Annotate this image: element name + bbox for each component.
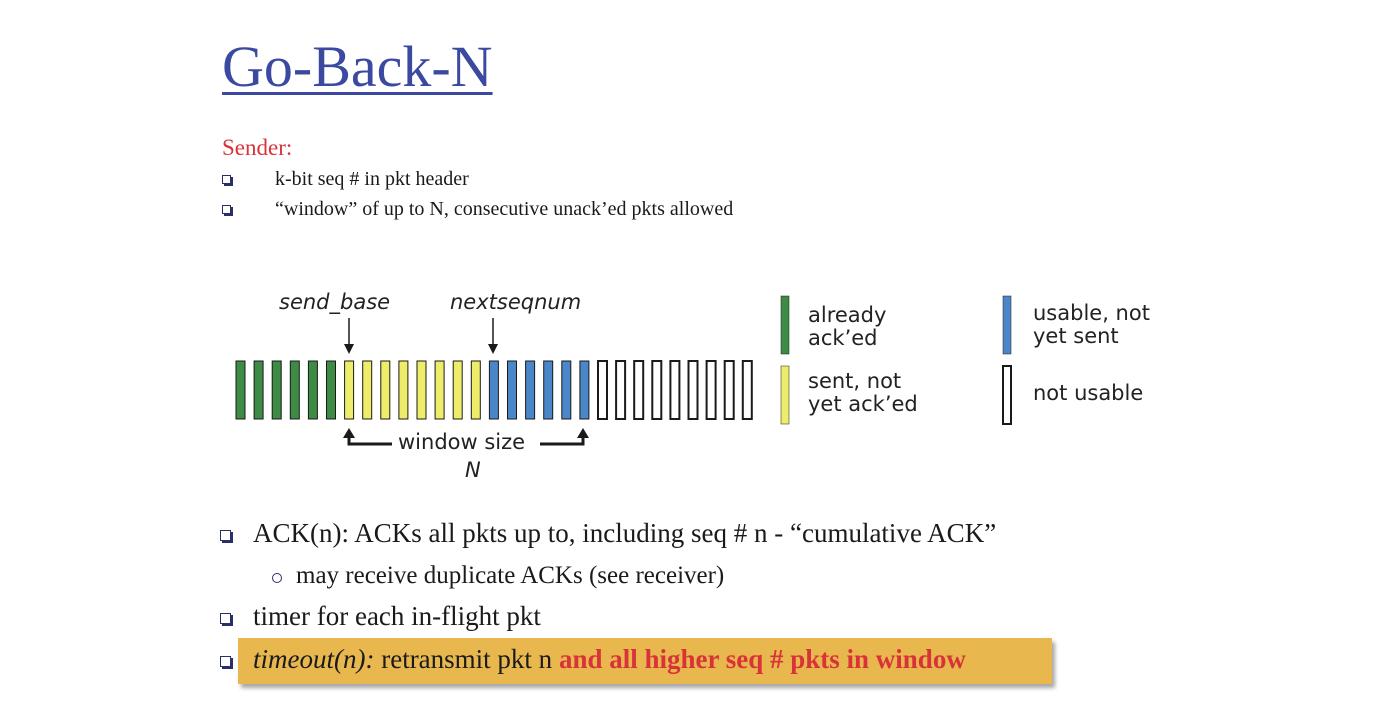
legend-usable-line2: yet sent: [1033, 324, 1119, 348]
timeout-plain: retransmit pkt n: [374, 644, 559, 674]
packet-sent-not-acked: [380, 360, 391, 420]
packet-sent-not-acked: [398, 360, 409, 420]
window-bracket-left-arrowhead: [343, 428, 355, 438]
legend-sent-line1: sent, not: [808, 369, 902, 393]
packet-acked: [235, 360, 246, 420]
legend-sent-line2: yet ack’ed: [808, 392, 918, 416]
packet-sent-not-acked: [416, 360, 427, 420]
packet-sent-not-acked: [452, 360, 463, 420]
legend-swatch-sent: [780, 365, 790, 425]
legend-not-usable-label: not usable: [1033, 381, 1144, 405]
legend-acked-label: already ack’ed: [808, 304, 886, 350]
sender-bullet-2: “window” of up to N, consecutive unack’e…: [222, 198, 733, 221]
packet-not-usable: [633, 360, 645, 420]
square-bullet-icon: [222, 175, 231, 184]
timeout-red: and all higher seq # pkts in window: [558, 644, 966, 674]
timeout-highlight-box: [238, 638, 1052, 684]
packet-usable-not-sent: [525, 360, 536, 420]
square-bullet-icon: [222, 205, 231, 214]
packet-not-usable: [615, 360, 627, 420]
square-bullet-icon: [220, 530, 231, 541]
packet-acked: [253, 360, 264, 420]
window-bracket-right-arrowhead: [577, 428, 589, 438]
packet-not-usable: [705, 360, 717, 420]
square-bullet-icon: [220, 613, 231, 624]
legend-sent-label: sent, not yet ack’ed: [808, 370, 918, 416]
packet-not-usable: [651, 360, 663, 420]
packet-not-usable: [669, 360, 681, 420]
circle-bullet-icon: [272, 573, 282, 583]
legend-usable-line1: usable, not: [1033, 301, 1150, 325]
packet-acked: [307, 360, 318, 420]
packet-sent-not-acked: [344, 360, 355, 420]
packet-usable-not-sent: [561, 360, 572, 420]
square-bullet-icon: [220, 656, 231, 667]
legend-swatch-acked: [780, 295, 790, 355]
ack-bullet: ACK(n): ACKs all pkts up to, including s…: [220, 518, 996, 549]
legend-acked-line2: ack’ed: [808, 326, 878, 350]
packet-acked: [271, 360, 282, 420]
ack-sub-bullet: may receive duplicate ACKs (see receiver…: [272, 562, 724, 590]
nextseqnum-arrowhead: [488, 344, 498, 354]
send-base-label: send_base: [279, 290, 391, 314]
legend-swatch-not-usable: [1002, 365, 1012, 425]
window-bracket-left: [347, 434, 392, 446]
ack-sub-bullet-text: may receive duplicate ACKs (see receiver…: [296, 562, 725, 589]
packet-not-usable: [687, 360, 699, 420]
packet-not-usable: [597, 360, 608, 420]
ack-bullet-text: ACK(n): ACKs all pkts up to, including s…: [253, 518, 997, 548]
timer-bullet: timer for each in-flight pkt: [220, 601, 541, 632]
packet-sent-not-acked: [362, 360, 373, 420]
legend-swatch-usable: [1002, 295, 1012, 355]
packet-usable-not-sent: [579, 360, 590, 420]
sender-bullet-1: k-bit seq # in pkt header: [222, 168, 469, 191]
packet-usable-not-sent: [543, 360, 554, 420]
legend-acked-line1: already: [808, 303, 887, 327]
sender-heading: Sender:: [222, 135, 293, 160]
legend-usable-label: usable, not yet sent: [1033, 302, 1150, 348]
packet-usable-not-sent: [507, 360, 517, 420]
packet-sent-not-acked: [470, 360, 481, 420]
timeout-italic: timeout(n):: [253, 644, 375, 674]
packet-sequence: [235, 360, 753, 420]
packet-acked: [326, 360, 336, 420]
send-base-arrowhead: [344, 344, 354, 354]
sender-bullet-text: “window” of up to N, consecutive unack’e…: [275, 198, 734, 220]
nextseqnum-label: nextseqnum: [450, 290, 582, 314]
packet-sent-not-acked: [434, 360, 445, 420]
window-bracket-right: [540, 434, 585, 446]
timeout-bullet: timeout(n): retransmit pkt n and all hig…: [220, 644, 966, 675]
packet-acked: [289, 360, 300, 420]
packet-usable-not-sent: [488, 360, 499, 420]
timer-bullet-text: timer for each in-flight pkt: [253, 601, 541, 631]
window-n-label: N: [465, 458, 481, 482]
slide-title: Go-Back-N: [222, 34, 493, 99]
timeout-bullet-text: timeout(n): retransmit pkt n and all hig…: [253, 644, 966, 675]
packet-not-usable: [723, 360, 735, 420]
sender-bullet-text: k-bit seq # in pkt header: [275, 168, 469, 190]
packet-not-usable: [741, 360, 753, 420]
window-size-label: window size: [398, 430, 526, 454]
